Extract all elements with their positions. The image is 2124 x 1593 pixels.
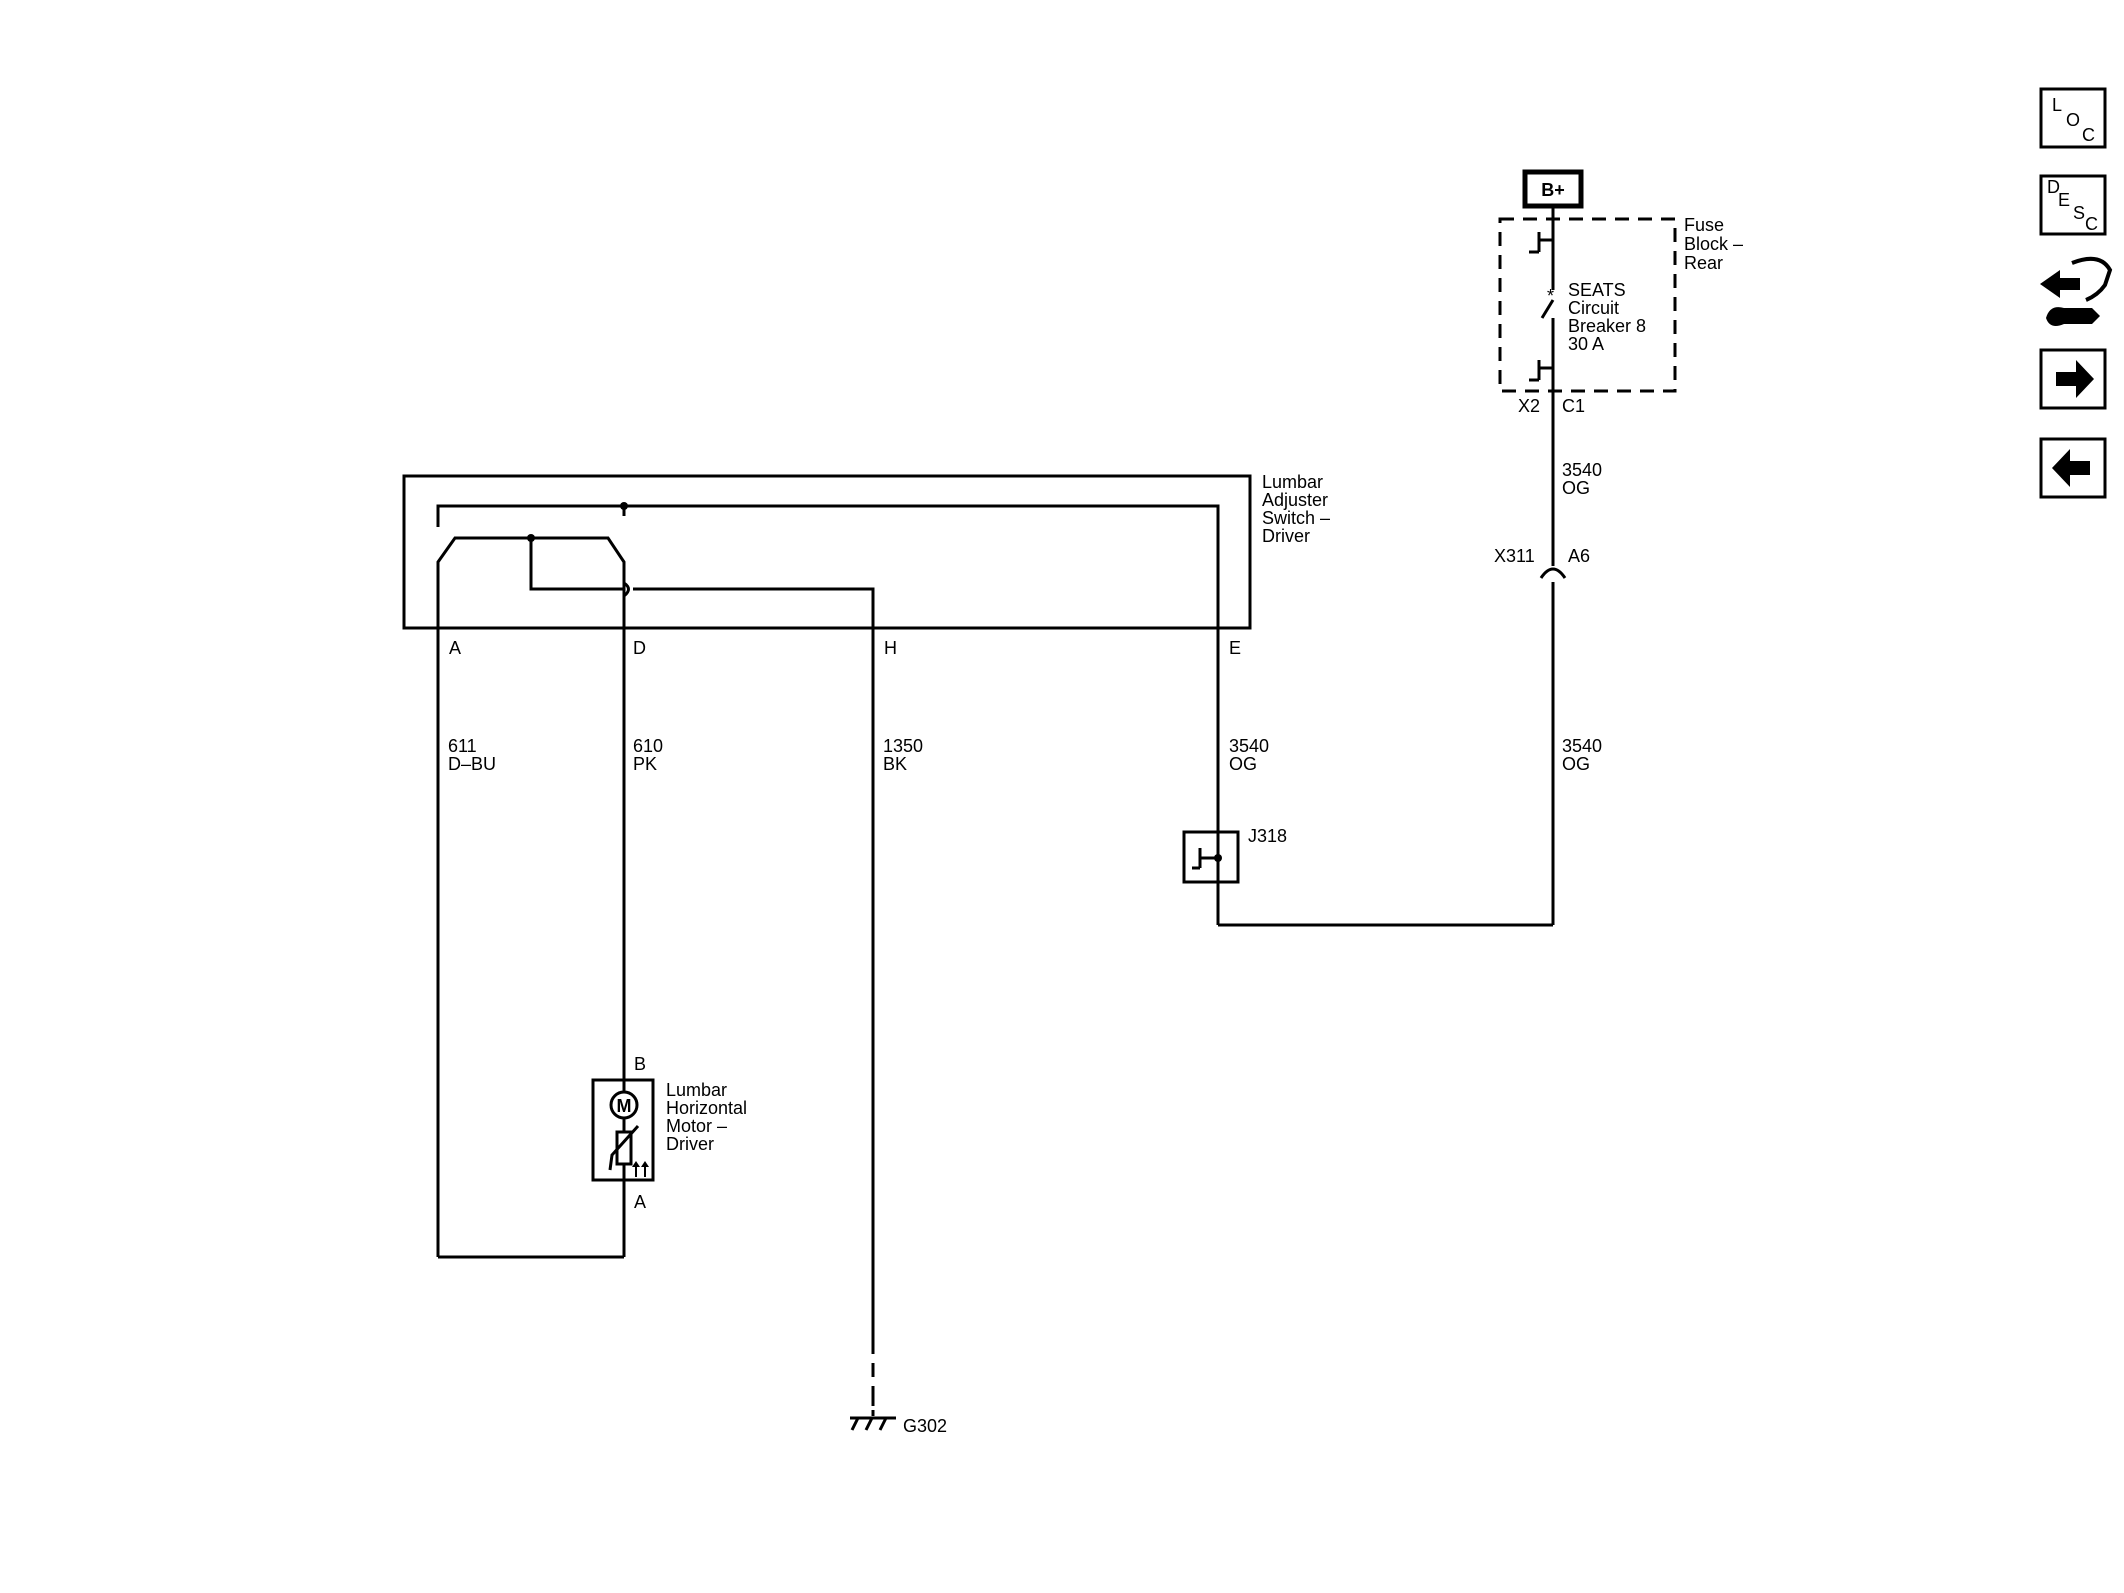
svg-text:A6: A6 — [1568, 546, 1590, 566]
wire-h-circuit: 1350 — [883, 736, 923, 756]
circuit-breaker-label: SEATS Circuit Breaker 8 30 A — [1568, 280, 1646, 354]
svg-text:Lumbar: Lumbar — [666, 1080, 727, 1100]
svg-text:D: D — [2047, 177, 2060, 197]
fuse-block-terminal-bottom-icon — [1529, 360, 1553, 382]
svg-text:Driver: Driver — [666, 1134, 714, 1154]
wire-a-color: D–BU — [448, 754, 496, 774]
pin-e-label: E — [1229, 638, 1241, 658]
svg-text:X311: X311 — [1494, 546, 1535, 566]
pin-d-label: D — [633, 638, 646, 658]
svg-text:C: C — [2085, 214, 2098, 234]
lumbar-horizontal-motor: B M A Lumbar Horizontal Motor – Driver — [591, 1054, 747, 1212]
svg-text:S: S — [2073, 203, 2085, 223]
svg-text:Circuit: Circuit — [1568, 298, 1619, 318]
wire-e-circuit: 3540 — [1229, 736, 1269, 756]
svg-text:Lumbar: Lumbar — [1262, 472, 1323, 492]
svg-text:Adjuster: Adjuster — [1262, 490, 1328, 510]
wire-d-color: PK — [633, 754, 657, 774]
pin-a-label: A — [449, 638, 461, 658]
svg-text:SEATS: SEATS — [1568, 280, 1626, 300]
motor-pin-b-label: B — [634, 1054, 646, 1074]
wire-lower-circuit: 3540 — [1562, 736, 1602, 756]
inline-connector-x311: X311 A6 — [1494, 546, 1590, 594]
wire-upper-circuit: 3540 — [1562, 460, 1602, 480]
svg-text:Driver: Driver — [1262, 526, 1310, 546]
ground-g302-label: G302 — [903, 1416, 947, 1436]
svg-text:Horizontal: Horizontal — [666, 1098, 747, 1118]
wire-h-color: BK — [883, 754, 907, 774]
description-button[interactable]: D E S C — [2039, 174, 2107, 236]
next-arrow-icon[interactable] — [2039, 348, 2107, 410]
svg-text:Breaker 8: Breaker 8 — [1568, 316, 1646, 336]
svg-text:O: O — [2066, 110, 2080, 130]
motor-pin-a-label: A — [634, 1192, 646, 1212]
svg-text:Block –: Block – — [1684, 234, 1743, 254]
ground-g302: G302 — [850, 1400, 947, 1436]
svg-text:L: L — [2052, 95, 2062, 115]
wire-upper-color: OG — [1562, 478, 1590, 498]
fuse-block-rear: Fuse Block – Rear — [1498, 215, 1743, 393]
wire-e-color: OG — [1229, 754, 1257, 774]
splice-j318: J318 — [1182, 826, 1287, 884]
svg-text:Motor –: Motor – — [666, 1116, 727, 1136]
svg-text:J318: J318 — [1248, 826, 1287, 846]
svg-text:Switch –: Switch – — [1262, 508, 1330, 528]
pin-h-label: H — [884, 638, 897, 658]
wire-d-circuit: 610 — [633, 736, 663, 756]
svg-text:M: M — [617, 1096, 632, 1116]
connector-c1-label: C1 — [1562, 396, 1585, 416]
circuit-breaker-icon: * — [1540, 286, 1555, 368]
wire-a-circuit: 611 — [448, 736, 477, 756]
component-view-icon[interactable] — [2040, 256, 2113, 326]
svg-text:E: E — [2058, 190, 2070, 210]
svg-text:*: * — [1547, 286, 1554, 306]
svg-text:C: C — [2082, 125, 2095, 145]
battery-power-source: B+ — [1522, 169, 1584, 209]
svg-text:Rear: Rear — [1684, 253, 1723, 273]
connector-x2-label: X2 — [1518, 396, 1540, 416]
svg-text:Fuse: Fuse — [1684, 215, 1724, 235]
svg-text:30 A: 30 A — [1568, 334, 1604, 354]
wire-lower-color: OG — [1562, 754, 1590, 774]
lumbar-adjuster-switch: Lumbar Adjuster Switch – Driver — [402, 472, 1330, 630]
previous-arrow-icon[interactable] — [2039, 437, 2107, 499]
location-button[interactable]: L O C — [2039, 87, 2107, 149]
fuse-block-terminal-top-icon — [1529, 232, 1553, 254]
svg-text:B+: B+ — [1541, 180, 1565, 200]
